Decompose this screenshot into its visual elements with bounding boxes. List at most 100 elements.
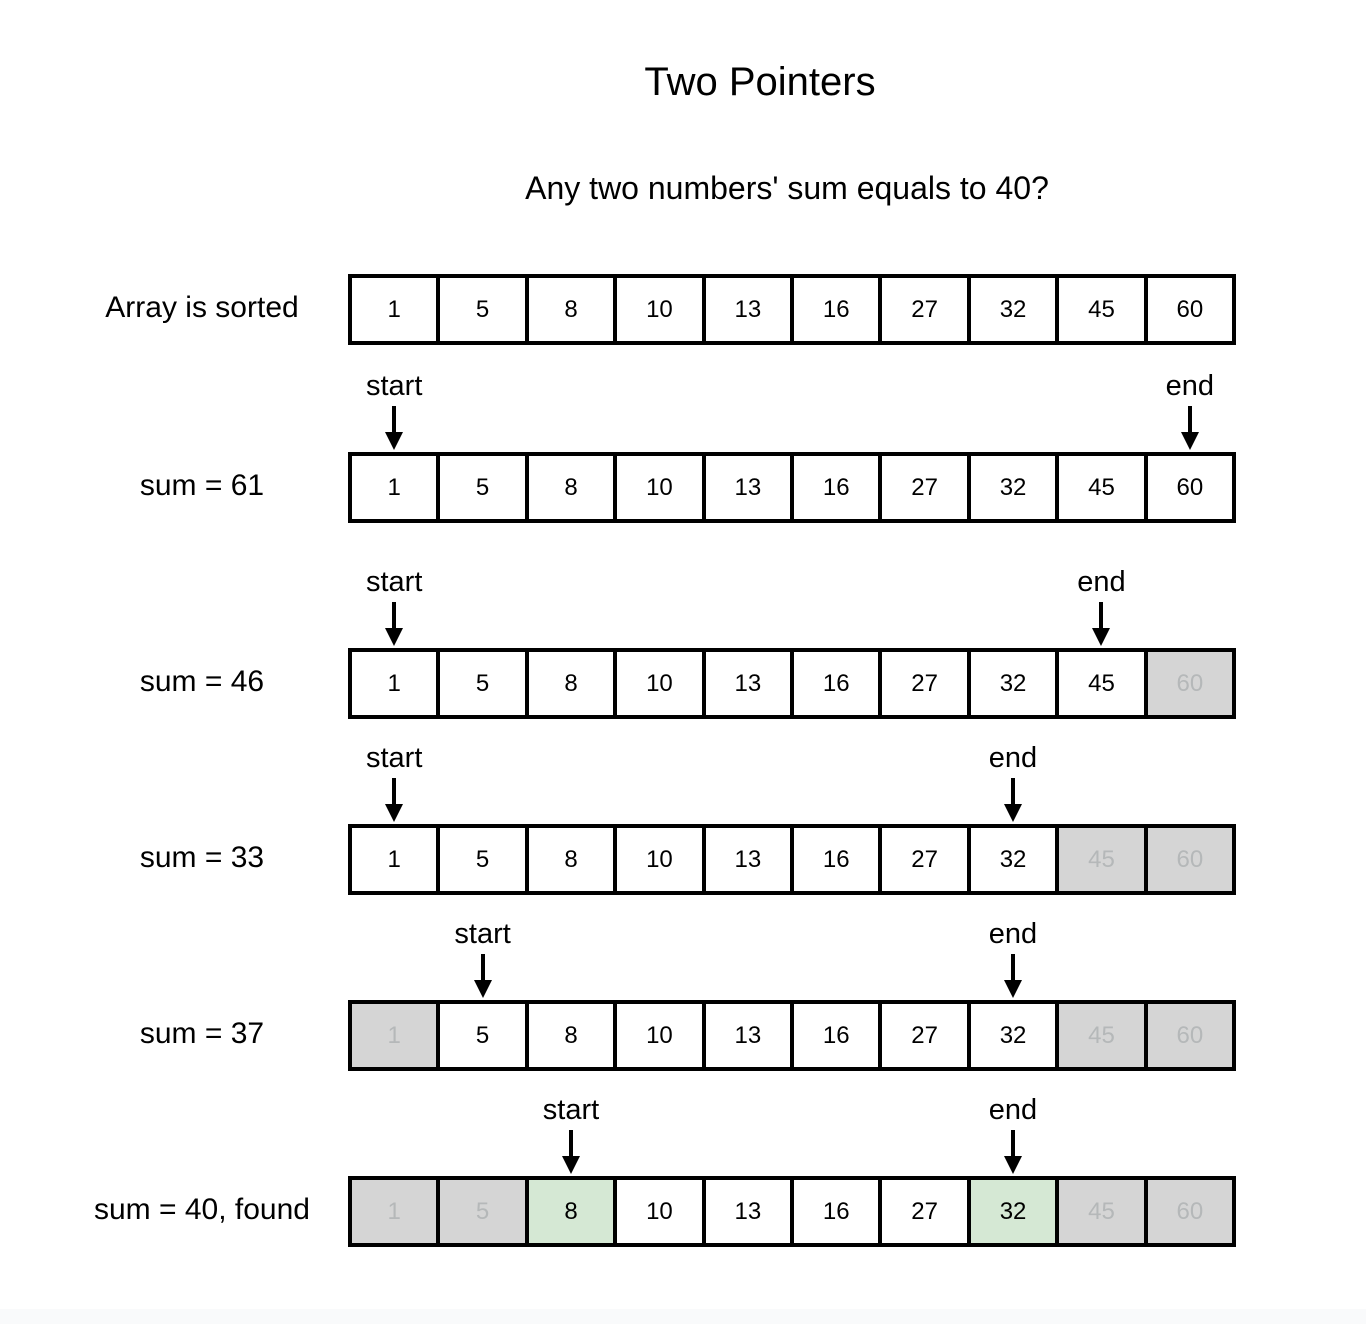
start-down-arrow-icon xyxy=(384,602,404,646)
arrow-head xyxy=(1004,980,1022,998)
array-cell: 5 xyxy=(438,276,527,343)
row-label: sum = 40, found xyxy=(94,1193,310,1226)
array-cell: 16 xyxy=(792,1002,881,1069)
arrow-head xyxy=(1092,628,1111,646)
arrow-head xyxy=(385,432,404,450)
arrow-shaft xyxy=(392,406,397,432)
array-cell: 5 xyxy=(438,1002,527,1069)
start-down-arrow-icon xyxy=(384,778,404,822)
array-cell: 10 xyxy=(615,650,704,717)
array-cell: 8 xyxy=(526,826,616,893)
arrow-head xyxy=(562,1156,580,1174)
array-cell: 32 xyxy=(968,454,1058,521)
array-cell: 13 xyxy=(703,1178,793,1245)
array-cell: 10 xyxy=(615,276,704,343)
array-cell: 1 xyxy=(350,826,439,893)
arrow-head xyxy=(385,804,404,822)
array-cell: 10 xyxy=(615,826,704,893)
array-cell: 8 xyxy=(526,1002,616,1069)
array-cell: 10 xyxy=(615,1002,704,1069)
array-cell: 32 xyxy=(968,1178,1058,1245)
start-pointer-label: start xyxy=(365,742,423,774)
start-down-arrow-icon xyxy=(561,1130,581,1174)
arrow-shaft xyxy=(1011,778,1015,804)
array-cell: 1 xyxy=(350,1002,439,1069)
array-cell: 45 xyxy=(1057,650,1146,717)
end-down-arrow-icon xyxy=(1003,778,1023,822)
arrow-head xyxy=(1004,1156,1022,1174)
array-cell: 13 xyxy=(703,826,793,893)
start-pointer-label: start xyxy=(542,1094,600,1126)
array-cell: 16 xyxy=(792,826,881,893)
start-down-arrow-icon xyxy=(473,954,493,998)
arrow-shaft xyxy=(392,778,397,804)
array-cell: 16 xyxy=(792,454,881,521)
row-label: sum = 61 xyxy=(139,469,265,502)
array-cell: 1 xyxy=(350,650,439,717)
array-cell: 5 xyxy=(438,1178,527,1245)
arrow-shaft xyxy=(1187,406,1192,432)
arrow-shaft xyxy=(1011,1130,1015,1156)
array-cell: 27 xyxy=(880,276,969,343)
array-cell: 13 xyxy=(703,276,793,343)
array-cell: 5 xyxy=(438,650,527,717)
array-cell: 32 xyxy=(968,826,1058,893)
end-pointer-label: end xyxy=(988,1094,1038,1126)
array-cell: 45 xyxy=(1057,276,1146,343)
array-cell: 32 xyxy=(968,276,1058,343)
end-pointer-label: end xyxy=(1165,370,1214,402)
arrow-shaft xyxy=(1011,954,1015,980)
arrow-head xyxy=(1004,804,1022,822)
array-cell: 45 xyxy=(1057,454,1146,521)
array-cell: 60 xyxy=(1145,454,1235,521)
arrow-head xyxy=(385,628,404,646)
array-cell: 27 xyxy=(880,1002,969,1069)
array-cell: 60 xyxy=(1145,276,1235,343)
array-cell: 1 xyxy=(350,276,439,343)
array-cell: 60 xyxy=(1145,826,1235,893)
page-title: Two Pointers xyxy=(644,60,876,104)
array-cell: 32 xyxy=(968,650,1058,717)
array-cell: 13 xyxy=(703,1002,793,1069)
row-label: sum = 37 xyxy=(139,1017,265,1050)
array-cell: 27 xyxy=(880,1178,969,1245)
array-cell: 45 xyxy=(1057,1178,1146,1245)
arrow-head xyxy=(1180,432,1199,450)
end-pointer-label: end xyxy=(1077,566,1126,598)
array-cell: 27 xyxy=(880,826,969,893)
array-cell: 60 xyxy=(1145,1002,1235,1069)
array-cell: 45 xyxy=(1057,826,1146,893)
array-cell: 27 xyxy=(880,454,969,521)
row-label: sum = 46 xyxy=(139,665,265,698)
arrow-shaft xyxy=(1099,602,1104,628)
start-pointer-label: start xyxy=(365,370,423,402)
arrow-shaft xyxy=(569,1130,573,1156)
end-down-arrow-icon xyxy=(1003,1130,1023,1174)
array-cell: 8 xyxy=(526,650,616,717)
array-cell: 16 xyxy=(792,276,881,343)
end-pointer-label: end xyxy=(988,918,1038,950)
arrow-shaft xyxy=(480,954,485,980)
array-cell: 8 xyxy=(526,454,616,521)
array-cell: 16 xyxy=(792,1178,881,1245)
array-cell: 5 xyxy=(438,454,527,521)
array-cell: 10 xyxy=(615,454,704,521)
bottom-strip xyxy=(0,1309,1366,1324)
arrow-shaft xyxy=(392,602,397,628)
arrow-head xyxy=(473,980,492,998)
array-cell: 45 xyxy=(1057,1002,1146,1069)
end-pointer-label: end xyxy=(988,742,1038,774)
diagram-question: Any two numbers' sum equals to 40? xyxy=(525,170,1049,206)
array-cell: 10 xyxy=(615,1178,704,1245)
array-cell: 1 xyxy=(350,1178,439,1245)
end-down-arrow-icon xyxy=(1003,954,1023,998)
row-label: sum = 33 xyxy=(139,841,265,874)
array-cell: 60 xyxy=(1145,650,1235,717)
end-down-arrow-icon xyxy=(1180,406,1200,450)
